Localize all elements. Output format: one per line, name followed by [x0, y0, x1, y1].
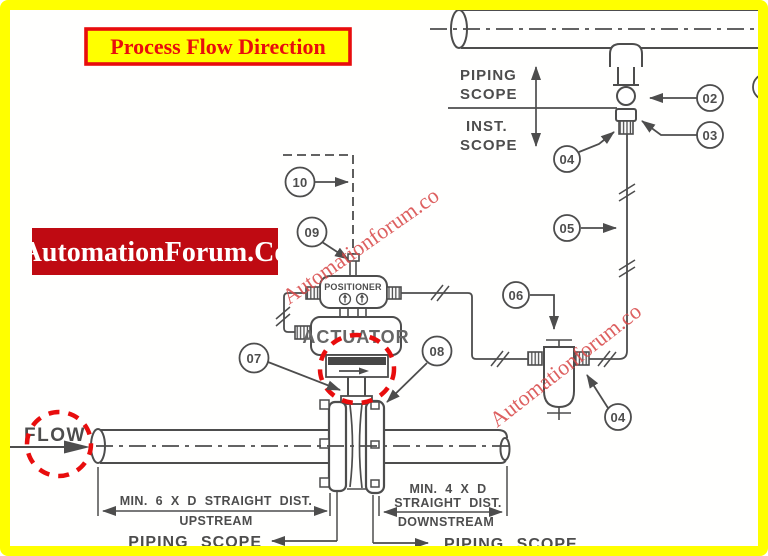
flow-indicator: FLOW	[8, 425, 90, 454]
piping-scope-right-label: PIPING SCOPE	[444, 536, 578, 553]
upstream-dim-text: MIN. 6 X D STRAIGHT DIST.	[120, 494, 313, 508]
callout-05: 05	[553, 214, 617, 242]
signal-dashed-line	[283, 154, 354, 256]
piping-scope-label-line1: PIPING	[460, 67, 517, 84]
brand-banner: AutomationForum.Co	[22, 228, 289, 275]
callout-10: 10	[284, 166, 349, 198]
yoke-bar	[328, 357, 386, 365]
positioner-right-connector	[386, 286, 402, 300]
downstream-label: DOWNSTREAM	[398, 515, 494, 529]
callout-06: 06	[502, 281, 559, 330]
dimension-lines	[97, 466, 508, 543]
callout-03: 03	[641, 120, 724, 149]
weldolet-fitting	[609, 43, 643, 67]
callout-08: 08	[386, 335, 453, 403]
instrument-tubing	[589, 134, 636, 368]
svg-text:05: 05	[559, 221, 574, 236]
svg-text:03: 03	[702, 128, 717, 143]
downstream-dim-text-2: STRAIGHT DIST.	[394, 496, 502, 510]
flange-bolts	[319, 399, 380, 488]
tube-fitting-nut	[618, 120, 634, 135]
callout-01-partial: 0	[752, 73, 768, 101]
title-banner-text: Process Flow Direction	[110, 34, 325, 59]
tube-break-icon	[275, 306, 291, 327]
svg-text:04: 04	[610, 410, 626, 425]
top-pipe	[430, 9, 768, 49]
tube-break-icon	[430, 284, 510, 368]
svg-text:07: 07	[246, 351, 261, 366]
filter-left-connector	[527, 351, 543, 366]
positioner: POSITIONER	[305, 253, 402, 317]
callout-07: 07	[238, 342, 341, 391]
valve-body-curve	[358, 403, 363, 489]
air-filter-regulator	[527, 339, 590, 420]
svg-text:06: 06	[508, 288, 523, 303]
callout-02: 02	[649, 84, 724, 112]
valve-highlight-circle	[317, 332, 397, 406]
svg-text:08: 08	[429, 344, 444, 359]
svg-text:04: 04	[559, 152, 575, 167]
piping-scope-label-line2: SCOPE	[460, 86, 518, 103]
positioner-label: POSITIONER	[324, 282, 382, 292]
process-pipe	[90, 428, 513, 464]
tube-positioner-to-actuator	[275, 292, 306, 333]
piping-scope-bottom-left: PIPING SCOPE	[128, 534, 337, 551]
svg-text:09: 09	[304, 225, 319, 240]
brand-banner-text: AutomationForum.Co	[22, 237, 289, 268]
inst-scope-label-line1: INST.	[466, 118, 508, 135]
root-valve-ball	[616, 86, 636, 106]
svg-text:0: 0	[758, 80, 766, 95]
control-valve	[319, 354, 389, 495]
piping-scope-left-label: PIPING SCOPE	[128, 534, 262, 551]
positioner-mount-stems	[339, 308, 367, 317]
flow-label: FLOW	[24, 425, 86, 446]
svg-text:10: 10	[292, 175, 307, 190]
title-banner: Process Flow Direction	[84, 27, 352, 66]
callout-04-bottom: 04	[586, 374, 632, 431]
gauge-icon	[338, 292, 369, 306]
flow-highlight-circle	[24, 409, 94, 479]
scope-divider: PIPING SCOPE INST. SCOPE	[448, 66, 617, 154]
downstream-dim-text-1: MIN. 4 X D	[409, 482, 486, 496]
piping-scope-bottom-right: PIPING SCOPE	[373, 536, 578, 553]
callout-09: 09	[296, 216, 349, 260]
pipe-end-right	[499, 437, 511, 461]
tube-positioner-to-filter	[401, 284, 528, 368]
branch-takeoff	[609, 43, 643, 135]
inst-scope-label-line2: SCOPE	[460, 137, 518, 154]
tube-fitting-body	[615, 108, 637, 122]
callouts: 0 02 03 04 05	[238, 73, 768, 431]
upstream-label: UPSTREAM	[179, 514, 252, 528]
callout-04-top: 04	[553, 131, 615, 173]
svg-text:02: 02	[702, 91, 717, 106]
tube-break-icon	[597, 183, 636, 368]
